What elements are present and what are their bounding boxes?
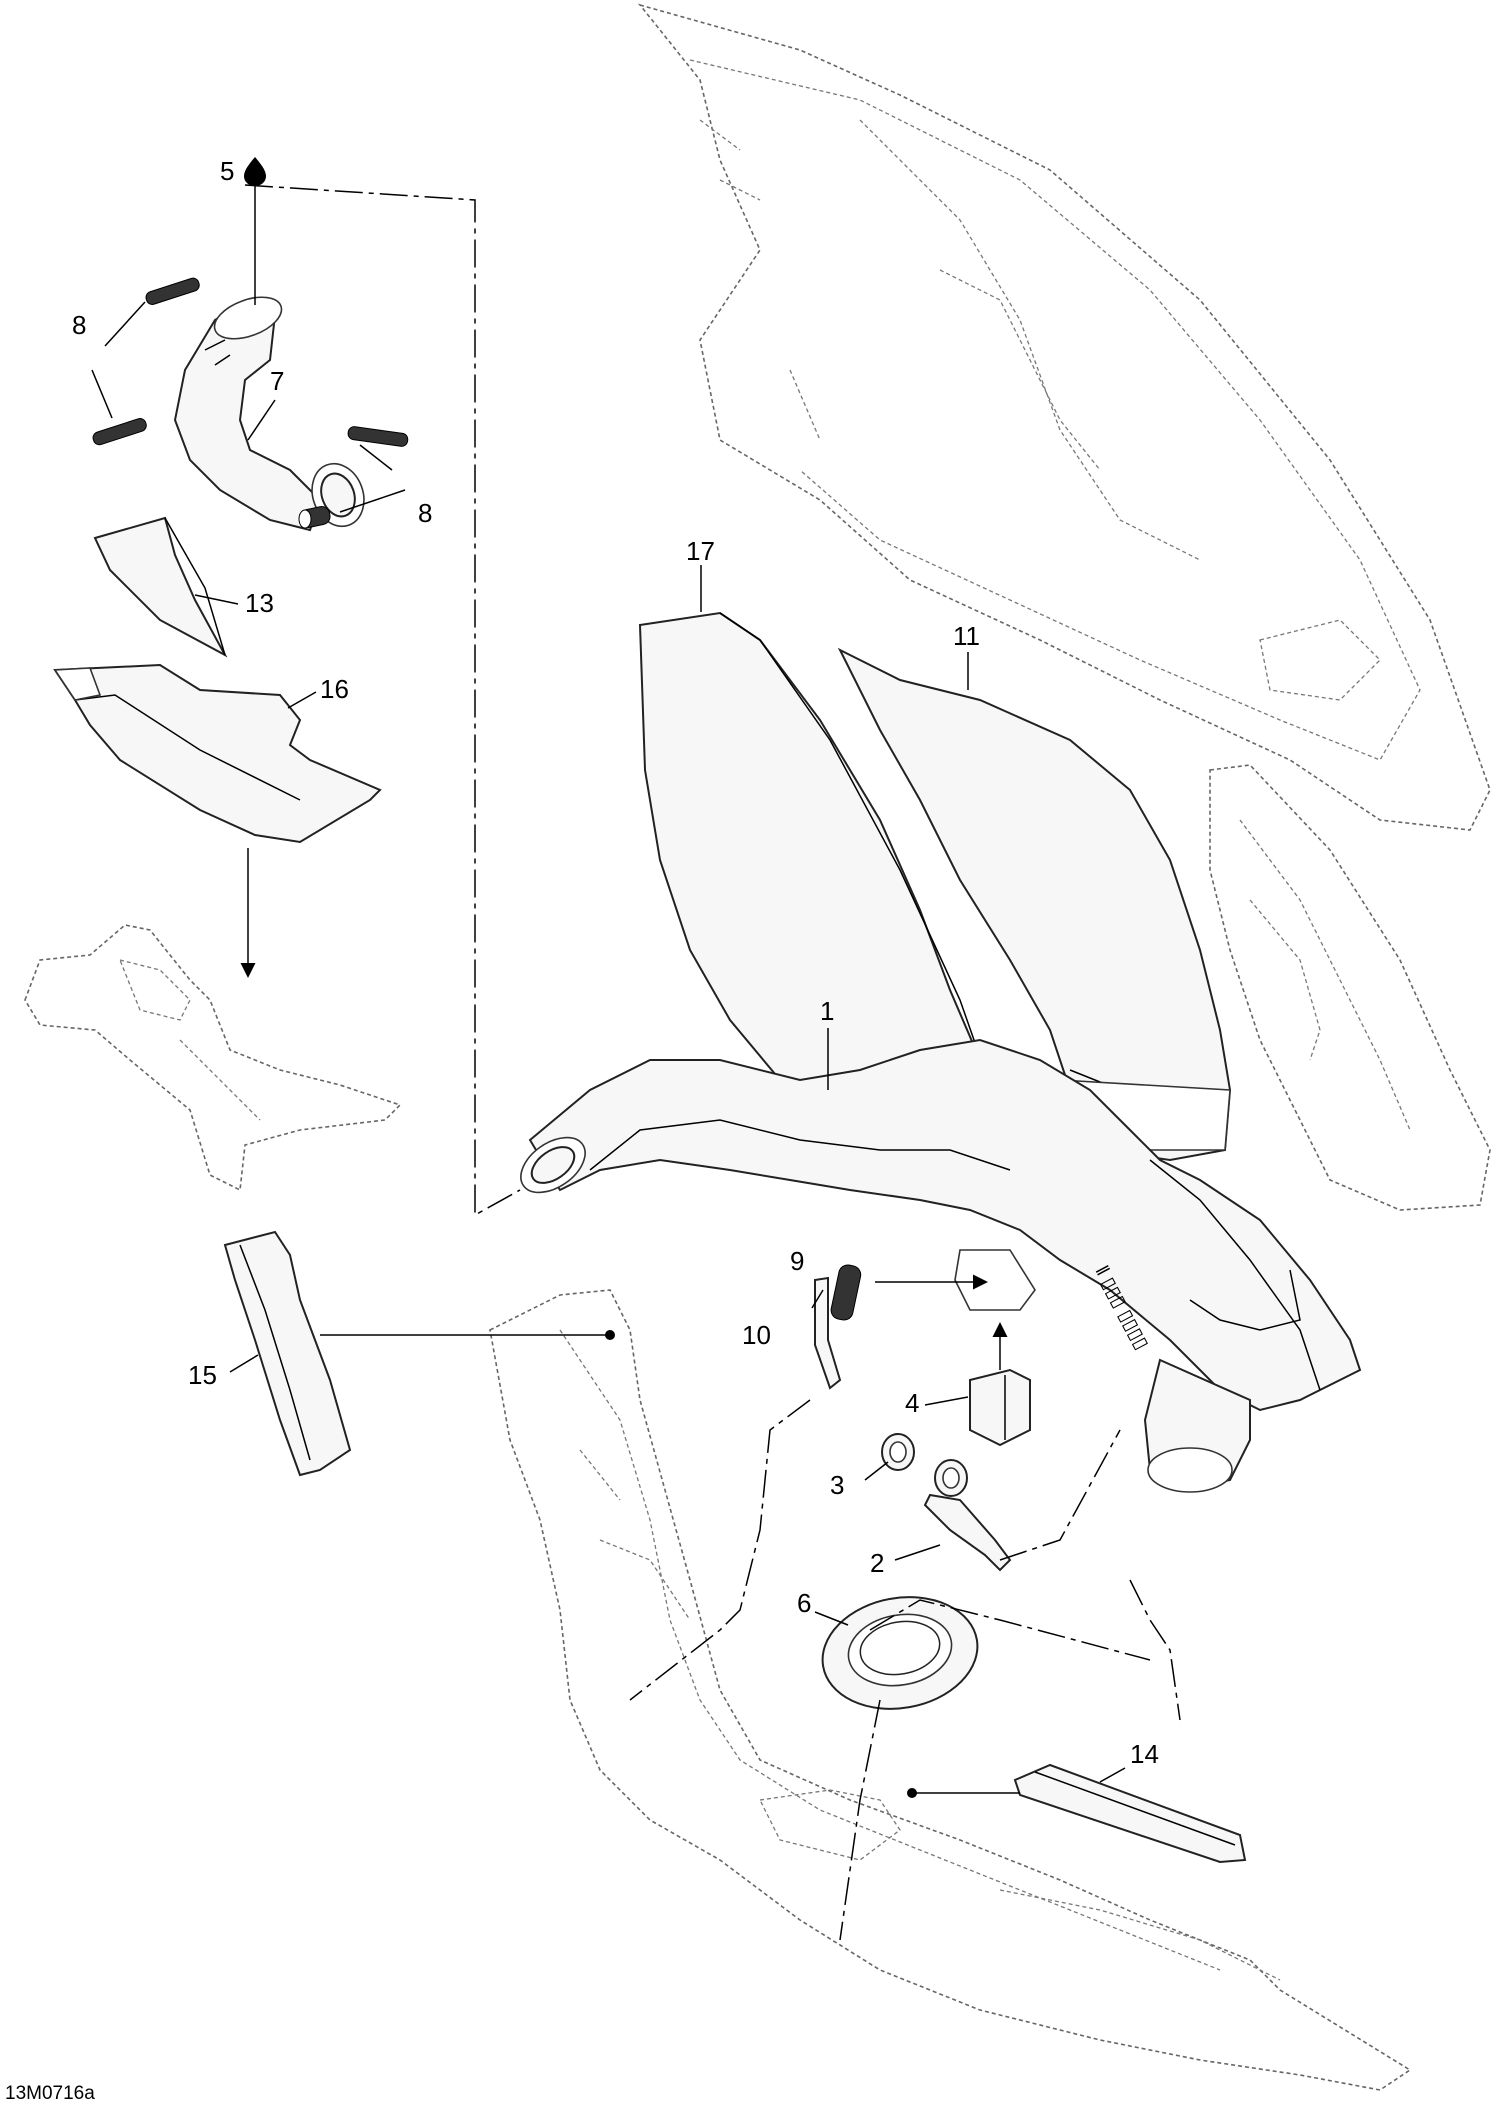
leader-3 <box>864 1461 889 1481</box>
leader-2 <box>894 1544 941 1561</box>
assembly-centerlines <box>244 184 1181 1941</box>
leader-14 <box>1099 1767 1126 1783</box>
leader-16 <box>287 691 317 709</box>
leader-10 <box>811 1289 824 1309</box>
callout-10: 10 <box>742 1320 771 1350</box>
callout-5: 5 <box>220 156 234 186</box>
callout-16: 16 <box>320 674 349 704</box>
strip-14 <box>1013 1763 1247 1864</box>
springs-8 <box>92 277 409 529</box>
bracket-2 <box>923 1493 1012 1572</box>
callout-9: 9 <box>790 1246 804 1276</box>
phantom-hull-deck <box>489 1289 1412 2091</box>
leader-8b-bottom <box>339 489 406 513</box>
callout-14: 14 <box>1130 1739 1159 1769</box>
callout-7: 7 <box>270 366 284 396</box>
callout-1: 1 <box>820 996 834 1026</box>
heat-shield-15 <box>223 1230 352 1477</box>
grommet-6 <box>821 1596 979 1710</box>
callout-8-right: 8 <box>418 498 432 528</box>
callout-8-left: 8 <box>72 310 86 340</box>
callout-6: 6 <box>797 1588 811 1618</box>
leader-8a-bottom <box>91 369 113 419</box>
leader-4 <box>924 1396 969 1406</box>
oil-drop-icon <box>244 157 266 186</box>
callout-4: 4 <box>905 1388 919 1418</box>
spring-9 <box>830 1264 862 1321</box>
leader-7 <box>247 399 276 441</box>
heat-shield-13 <box>93 516 228 658</box>
callout-2: 2 <box>870 1548 884 1578</box>
phantom-body-panel <box>637 3 1491 831</box>
leader-lines <box>91 180 1126 1783</box>
phantom-side-panel <box>1209 764 1491 1211</box>
attach-point-dot <box>605 1330 615 1340</box>
leader-6 <box>814 1611 849 1626</box>
callout-3: 3 <box>830 1470 844 1500</box>
callout-labels: 5 8 7 8 13 16 17 11 1 9 10 4 3 2 6 14 15 <box>72 156 1159 1769</box>
callout-15: 15 <box>188 1360 217 1390</box>
callout-11: 11 <box>953 621 980 651</box>
diagram-code: 13M0716a <box>5 2083 95 2104</box>
exhaust-elbow-7 <box>173 296 365 532</box>
leader-15 <box>229 1354 259 1373</box>
leader-8b-top <box>359 444 393 471</box>
attach-point-dot <box>907 1788 917 1798</box>
direction-arrows <box>240 848 1020 1798</box>
rubber-mount-4 <box>969 1368 1031 1447</box>
phantom-bracket-left <box>24 924 402 1192</box>
leader-8a-top <box>104 301 146 347</box>
bushing-3 <box>881 1433 968 1497</box>
callout-13: 13 <box>245 588 274 618</box>
callout-17: 17 <box>686 536 715 566</box>
bracket-10 <box>814 1276 842 1390</box>
leader-13 <box>194 594 239 605</box>
heat-shield-16 <box>53 663 382 844</box>
